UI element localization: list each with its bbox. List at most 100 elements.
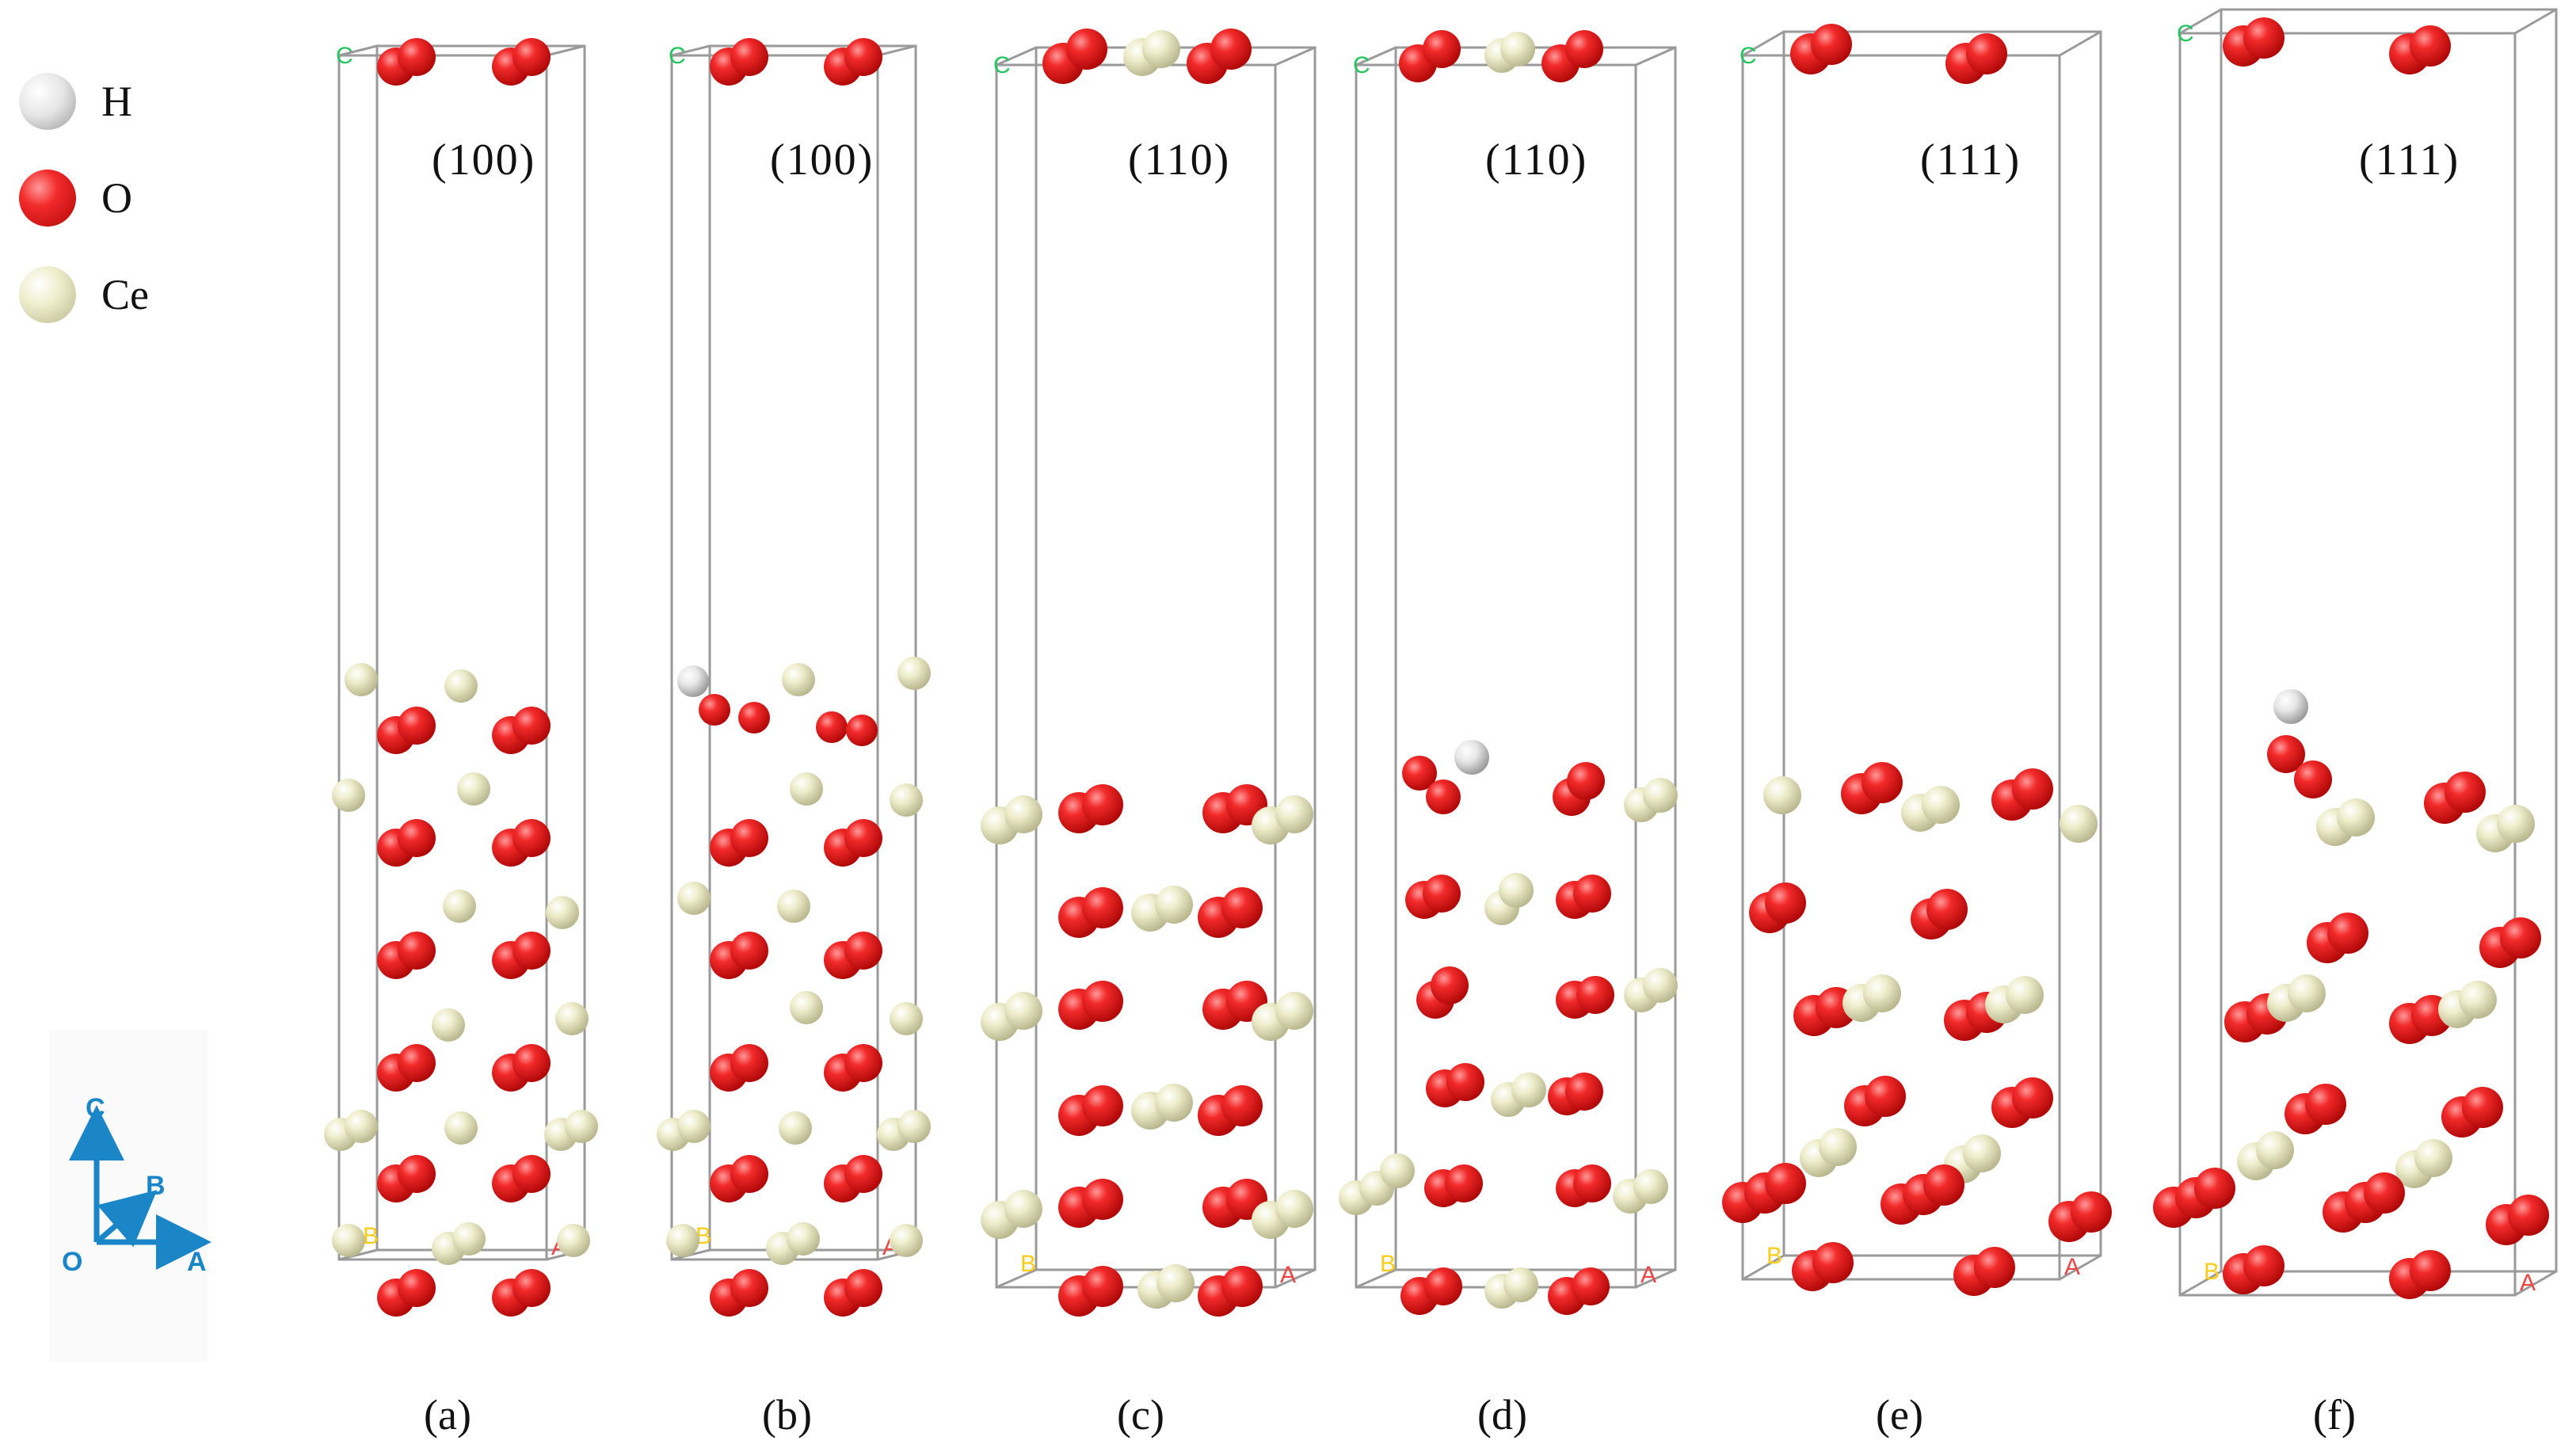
facet-label-c: (110) bbox=[1128, 135, 1231, 185]
cerium-atom-d bbox=[1643, 778, 1678, 813]
cerium-atom-e bbox=[2006, 976, 2044, 1014]
oxygen-atom-c bbox=[1221, 1266, 1263, 1307]
cerium-atom-a bbox=[457, 772, 490, 806]
oxygen-atom-c bbox=[1210, 29, 1252, 70]
cerium-atom-a bbox=[444, 669, 478, 703]
oxygen-atom-a bbox=[513, 1269, 551, 1307]
oxygen-atom-f bbox=[2267, 735, 2305, 773]
cerium-atom-f bbox=[2256, 1131, 2294, 1169]
oxygen-atom-d bbox=[1573, 1164, 1611, 1202]
cell-edge bbox=[1635, 46, 1676, 67]
unit-cell-a: CBA bbox=[336, 43, 586, 1261]
cell-edge bbox=[877, 44, 916, 57]
oxygen-atom-a bbox=[513, 38, 551, 76]
oxygen-atom-b bbox=[844, 1044, 882, 1082]
caption-c: (c) bbox=[1117, 1391, 1164, 1439]
oxygen-atom-e bbox=[1862, 762, 1903, 803]
legend-item-o: O bbox=[19, 170, 132, 227]
cerium-atom-d bbox=[1500, 32, 1535, 67]
oxygen-atom-c bbox=[1082, 981, 1123, 1022]
oxygen-atom-f bbox=[2364, 1172, 2405, 1214]
oxygen-atom-a bbox=[398, 819, 436, 857]
cell-corner-a-label: A bbox=[1640, 1262, 1656, 1288]
cerium-atom-a bbox=[345, 1110, 378, 1143]
cerium-atom-c bbox=[1275, 795, 1313, 833]
cell-corner-b-label: B bbox=[2204, 1259, 2220, 1285]
cerium-atom-a bbox=[452, 1222, 486, 1256]
axis-b-label: B bbox=[146, 1171, 166, 1201]
cell-edge bbox=[1635, 1268, 1676, 1289]
oxygen-atom-c bbox=[1082, 1266, 1123, 1307]
oxygen-atom-c bbox=[1082, 887, 1123, 928]
cerium-atom-c bbox=[1275, 1190, 1313, 1228]
oxygen-atom-d bbox=[1431, 966, 1469, 1004]
cerium-atom-b bbox=[666, 1224, 699, 1257]
hydrogen-atom-f bbox=[2273, 689, 2308, 724]
oxygen-atom-d bbox=[1567, 762, 1605, 800]
cerium-atom-a bbox=[345, 663, 378, 696]
cerium-atom-a bbox=[555, 1002, 589, 1035]
oxygen-atom-e bbox=[1811, 24, 1852, 65]
cell-edge bbox=[546, 44, 585, 57]
cerium-atom-a bbox=[565, 1110, 598, 1143]
axes-indicator-background bbox=[49, 1030, 208, 1362]
caption-e: (e) bbox=[1876, 1391, 1923, 1439]
cell-corner-b-label: B bbox=[1380, 1251, 1396, 1277]
cell-edge bbox=[1355, 1268, 1397, 1289]
cerium-atom-a bbox=[443, 890, 476, 923]
oxygen-atom-f bbox=[2500, 917, 2541, 958]
oxygen-atom-d bbox=[1423, 875, 1461, 913]
oxygen-atom-e bbox=[1926, 889, 1968, 930]
cell-corner-c-label: C bbox=[1740, 43, 1757, 69]
cell-edge bbox=[2179, 8, 2222, 35]
cerium-atom-a bbox=[557, 1224, 590, 1257]
cell-edge bbox=[671, 44, 711, 57]
cerium-atom-b bbox=[790, 991, 823, 1024]
cerium-atom-e bbox=[1863, 974, 1901, 1012]
oxygen-atom-f bbox=[2410, 25, 2451, 67]
oxygen-atom-e bbox=[1923, 1164, 1964, 1206]
oxygen-atom-a bbox=[398, 1044, 436, 1082]
oxygen-atom-d bbox=[1565, 1073, 1603, 1111]
cell-corner-b-label: B bbox=[695, 1223, 711, 1249]
oxygen-atom-f bbox=[2327, 913, 2368, 954]
oxygen-atom-d bbox=[1576, 976, 1614, 1014]
cerium-atom-a bbox=[332, 779, 365, 812]
oxygen-atom-d bbox=[1573, 875, 1611, 913]
oxygen-atom-b bbox=[738, 702, 770, 734]
hydrogen-atom-d bbox=[1454, 740, 1489, 775]
cerium-atom-c bbox=[1004, 795, 1042, 833]
cell-corner-c-label: C bbox=[993, 52, 1011, 78]
oxygen-atom-b bbox=[844, 1155, 882, 1193]
cell-edge bbox=[1275, 46, 1316, 67]
oxygen-atom-e bbox=[2071, 1191, 2112, 1233]
cerium-atom-b bbox=[790, 772, 823, 806]
caption-d: (d) bbox=[1477, 1391, 1527, 1439]
cerium-atom-f bbox=[2414, 1139, 2452, 1177]
axis-b-arrow bbox=[94, 1190, 158, 1248]
cerium-atom-a bbox=[444, 1111, 478, 1145]
oxygen-atom-b bbox=[816, 711, 848, 743]
oxygen-atom-b bbox=[844, 932, 882, 970]
cell-corner-b-label: B bbox=[363, 1223, 379, 1249]
facet-label-a: (100) bbox=[432, 135, 536, 185]
cerium-atom-c bbox=[1142, 30, 1180, 68]
legend-label-h: H bbox=[101, 78, 132, 125]
cerium-atom-a bbox=[332, 1224, 365, 1257]
cell-corner-a-label: A bbox=[2520, 1270, 2536, 1296]
oxygen-atom-d bbox=[1426, 779, 1461, 814]
cerium-atom-b bbox=[677, 882, 711, 915]
cerium-atom-e bbox=[1922, 786, 1960, 824]
oxygen-atom-b bbox=[730, 1155, 768, 1193]
cell-edge bbox=[2179, 1270, 2222, 1297]
cerium-atom-f bbox=[2288, 974, 2326, 1012]
axis-origin-label: O bbox=[62, 1247, 82, 1277]
cerium-atom-e bbox=[1763, 776, 1801, 814]
oxygen-atom-d bbox=[1402, 756, 1437, 791]
cerium-atom-b bbox=[890, 1002, 923, 1035]
cell-edge bbox=[1275, 1268, 1316, 1289]
legend-label-o: O bbox=[101, 174, 132, 222]
